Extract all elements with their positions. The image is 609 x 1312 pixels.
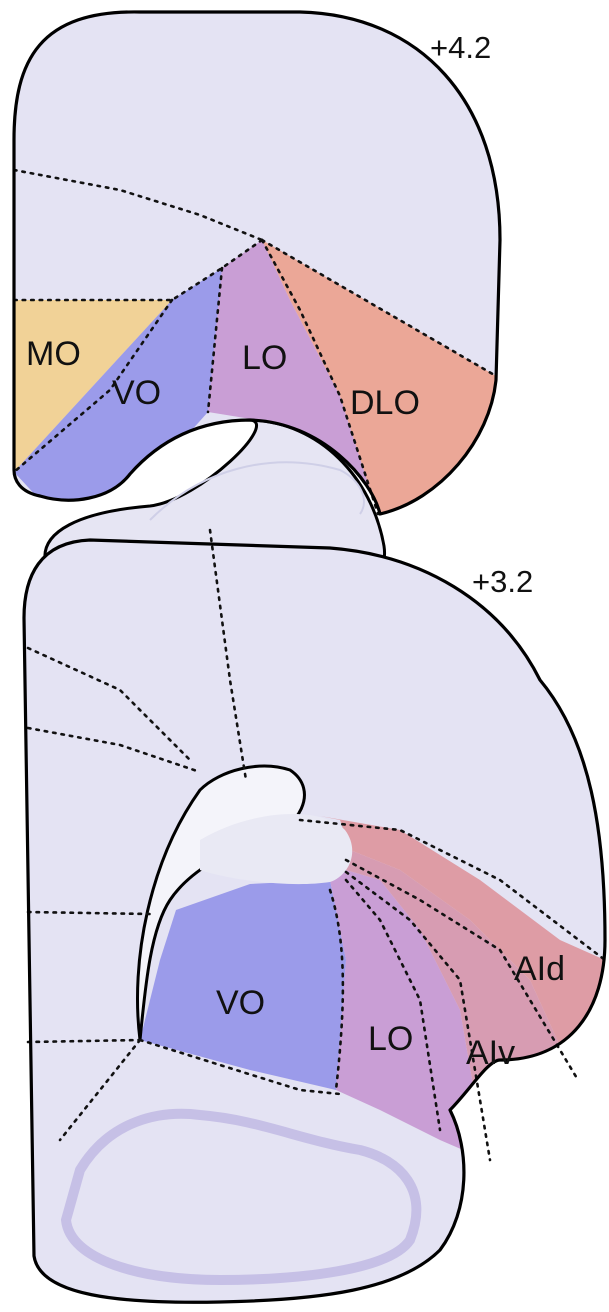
section-level-bottom: +3.2: [472, 564, 533, 599]
region-label-aiv-bottom: AIv: [466, 1034, 515, 1072]
region-label-lo-top: LO: [242, 339, 287, 377]
region-label-vo-bottom: VO: [216, 984, 265, 1022]
region-label-lo-bottom: LO: [368, 1020, 413, 1058]
region-label-vo-top: VO: [112, 374, 161, 412]
region-label-aid-bottom: AId: [514, 950, 565, 988]
section-bottom: [0, 520, 609, 1312]
section-level-top: +4.2: [430, 30, 491, 65]
region-label-dlo-top: DLO: [350, 384, 420, 422]
region-label-mo-top: MO: [26, 335, 81, 373]
